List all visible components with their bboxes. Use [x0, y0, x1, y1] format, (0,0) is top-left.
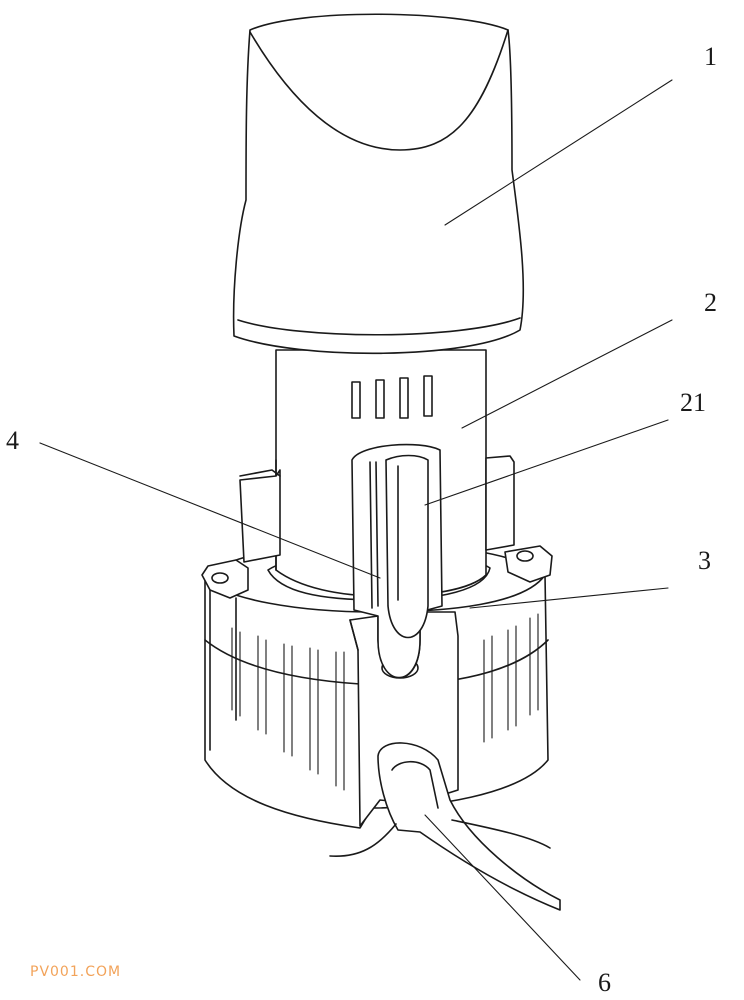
callout-3: 3 — [698, 546, 711, 575]
slide-window — [351, 443, 443, 679]
callout-6: 6 — [598, 968, 611, 997]
leader-lines — [39, 79, 673, 981]
callout-4: 4 — [6, 426, 19, 455]
nozzle-cap — [232, 13, 525, 355]
callout-2: 2 — [704, 288, 717, 317]
cable — [329, 742, 561, 911]
callout-21: 21 — [680, 388, 706, 417]
callout-1: 1 — [704, 42, 717, 71]
cooling-fins-left — [231, 627, 345, 791]
site-watermark: PV001.COM — [30, 964, 122, 980]
cooling-fins-right — [483, 613, 539, 743]
